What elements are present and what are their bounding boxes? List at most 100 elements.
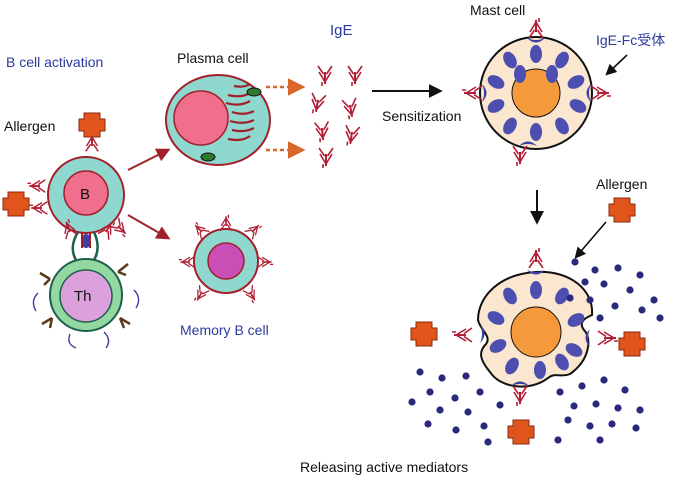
allergen-shape (410, 321, 438, 347)
ige-antibody (342, 124, 361, 148)
arrow-receptor-pointer (605, 54, 628, 76)
mediator-dot (614, 404, 622, 412)
granule (569, 99, 587, 113)
granule (503, 51, 517, 69)
allergen-shape (608, 197, 636, 223)
ige-antibody (528, 247, 544, 269)
mediator-dot (600, 280, 608, 288)
ige-antibody (341, 97, 361, 121)
granule (555, 287, 569, 305)
granule (530, 45, 542, 63)
mediator-dot (611, 302, 619, 310)
mediator-dot (566, 294, 574, 302)
granule (565, 343, 583, 357)
mediator-dot (462, 372, 470, 380)
ige-antibody (317, 65, 333, 87)
mediator-dot (476, 388, 484, 396)
mediator-dot (656, 314, 664, 322)
ige-fc-receptor (482, 84, 487, 102)
mediator-dot (650, 296, 658, 304)
mediator-dot (484, 438, 492, 446)
mast-cell-degranulating (476, 270, 594, 388)
ige-fc-receptor (527, 270, 545, 275)
mediator-dot (436, 406, 444, 414)
granule (546, 65, 558, 83)
active-mediators (408, 258, 664, 446)
granule (530, 123, 542, 141)
mediator-dot (416, 368, 424, 376)
label-ige: IgE (330, 22, 353, 39)
ige-antibody (318, 147, 334, 169)
ige-antibody (512, 385, 528, 407)
granule (503, 117, 517, 135)
granule (487, 75, 505, 89)
mediator-dot (614, 264, 622, 272)
ige-fc-receptor (586, 84, 591, 102)
mediator-dot (451, 394, 459, 402)
mediator-dot (554, 436, 562, 444)
mediator-dot (586, 296, 594, 304)
ige-antibody (528, 17, 544, 39)
label-ige-fc-receptor: IgE-Fc受体 (596, 32, 666, 48)
mediator-dot (496, 401, 504, 409)
mediator-dot (408, 398, 416, 406)
ige-fc-receptor (480, 325, 485, 343)
mediator-dot (600, 376, 608, 384)
allergen-shape (78, 112, 106, 138)
granule (534, 361, 546, 379)
mast-cell-sensitized (479, 36, 593, 150)
memory-b-cell (193, 228, 259, 294)
mediator-dot (592, 400, 600, 408)
arrows-group (127, 54, 628, 259)
ige-antibody (451, 327, 473, 343)
mediator-dot (464, 408, 472, 416)
arrow-b-to-plasma (127, 148, 171, 171)
granule (489, 339, 507, 353)
ige-antibody (512, 145, 528, 167)
ige-antibody (307, 92, 327, 116)
mediator-dot (556, 388, 564, 396)
mediator-dot (591, 266, 599, 274)
arrow-b-to-memory (127, 214, 171, 240)
label-b-cell-activation: B cell activation (6, 54, 104, 70)
mediator-dot (596, 436, 604, 444)
ige-fc-receptors (480, 38, 591, 386)
mediator-dot (638, 306, 646, 314)
label-sensitization: Sensitization (382, 108, 462, 124)
granule (505, 357, 519, 375)
mediator-dot (632, 424, 640, 432)
ige-antibody (178, 255, 196, 269)
ige-antibody (190, 284, 210, 306)
mediator-dot (424, 420, 432, 428)
mediator-dot (571, 258, 579, 266)
mediator-dot (636, 406, 644, 414)
label-allergen-right: Allergen (596, 176, 648, 192)
label-th-nucleus: Th (74, 288, 92, 305)
mediator-dot (570, 402, 578, 410)
label-mast-cell: Mast cell (470, 2, 526, 18)
th-cell (32, 258, 140, 349)
mediator-dot (578, 382, 586, 390)
granule (555, 51, 569, 69)
granule (567, 313, 585, 327)
granule (555, 353, 569, 371)
mediator-dot (438, 374, 446, 382)
ige-antibody (313, 120, 331, 144)
granule (487, 99, 505, 113)
b-cell (47, 156, 125, 234)
ige-antibody (347, 65, 363, 87)
granule (514, 65, 526, 83)
ige-fc-receptor (585, 329, 590, 347)
ige-antibody (590, 85, 612, 101)
ige-fc-receptor (519, 141, 537, 146)
mediator-dot (426, 388, 434, 396)
mediator-dot (452, 426, 460, 434)
ige-fc-receptor (511, 381, 529, 386)
allergen-shape (618, 331, 646, 357)
ige-antibody (28, 200, 49, 216)
mediator-dot (608, 420, 616, 428)
ige-antibody (597, 330, 619, 346)
b-th-synapse (71, 231, 99, 264)
